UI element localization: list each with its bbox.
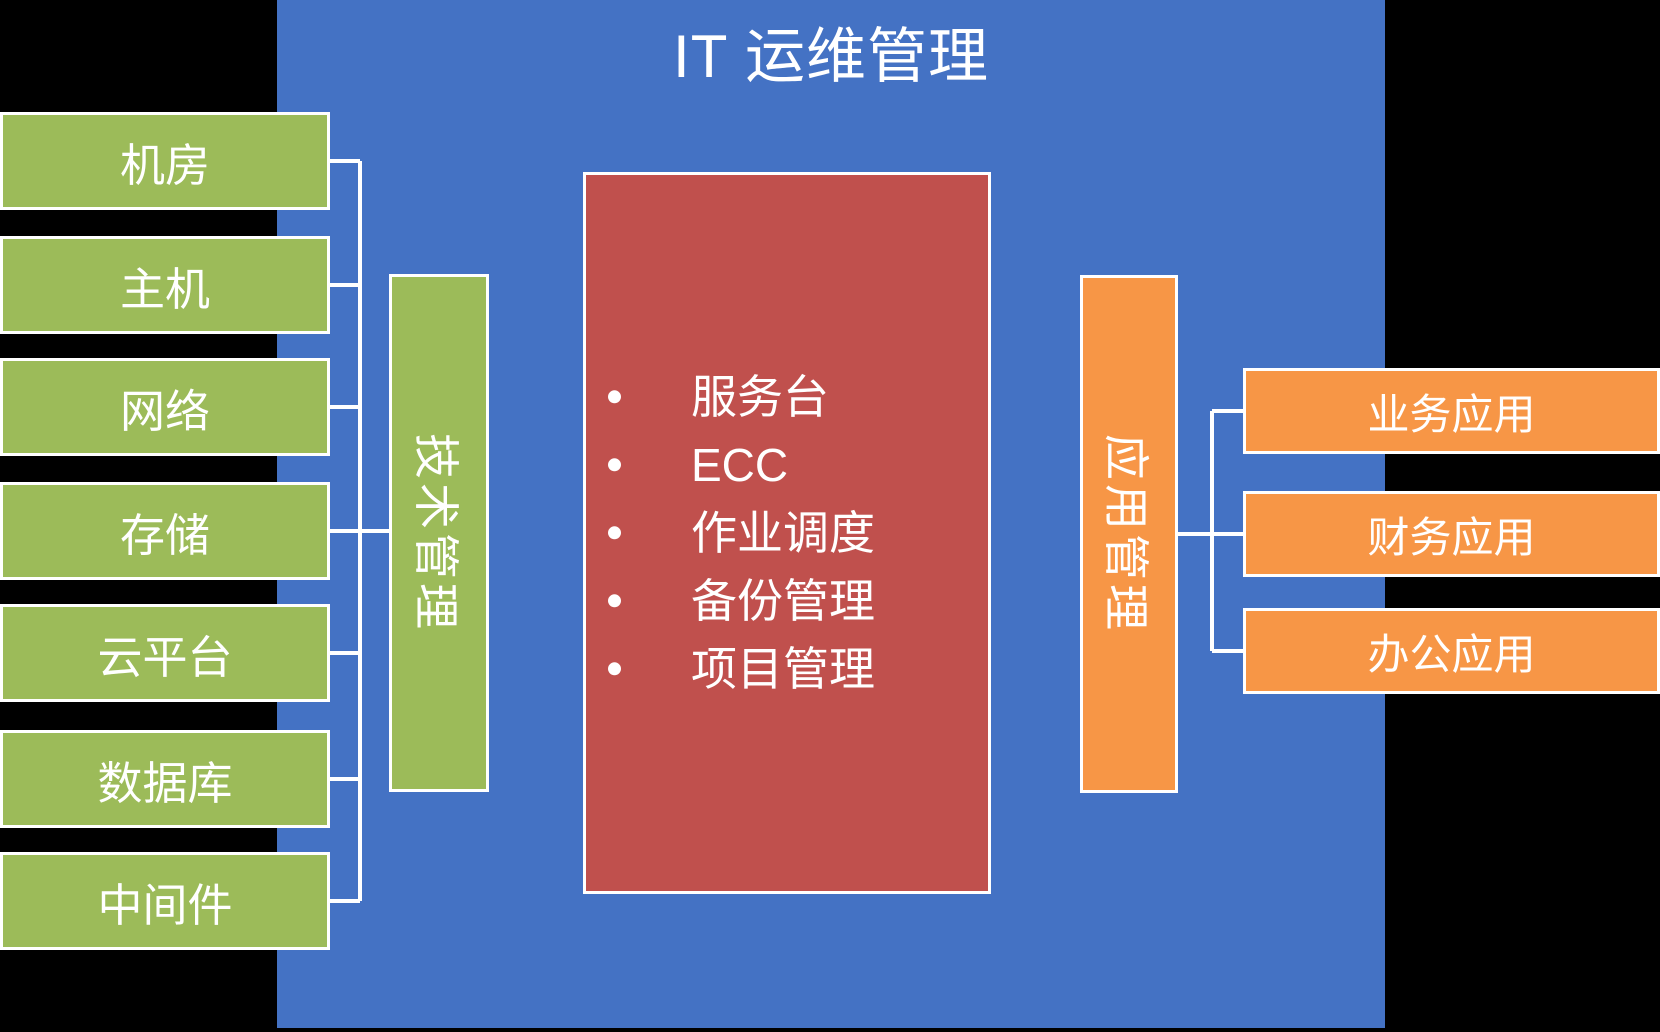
infra-node-label: 云平台 [97,631,233,683]
application-management-label: 应用管理 [1100,434,1152,634]
infra-node-shujuku[interactable]: 数据库 [0,730,330,828]
app-node-office[interactable]: 办公应用 [1243,608,1660,694]
infra-node-cunchu[interactable]: 存储 [0,482,330,580]
core-item-label: 作业调度 [691,506,875,559]
core-item-label: 备份管理 [691,575,875,628]
bullet-icon [608,594,621,608]
app-node-label: 财务应用 [1367,513,1536,561]
page-title: IT 运维管理 [673,23,989,90]
infra-node-zhuji[interactable]: 主机 [0,236,330,334]
list-item[interactable]: 项目管理 [586,635,988,703]
infra-node-yunpingtai[interactable]: 云平台 [0,604,330,702]
list-item[interactable]: 服务台 [586,363,988,431]
infra-node-jifang[interactable]: 机房 [0,112,330,210]
bullet-icon [608,662,621,676]
core-item-label: 项目管理 [691,643,875,696]
infra-node-label: 主机 [119,263,210,315]
bullet-icon [608,526,621,540]
bullet-icon [608,458,621,472]
bullet-icon [608,390,621,404]
core-services-list: 服务台 ECC 作业调度 备份管理 项目管理 [586,363,988,703]
core-item-label: ECC [691,438,789,491]
infra-node-label: 机房 [119,139,210,191]
infra-node-label: 存储 [119,509,210,561]
core-item-label: 服务台 [691,370,829,423]
app-node-label: 业务应用 [1367,390,1536,438]
infra-node-zhongjianjian[interactable]: 中间件 [0,852,330,950]
app-node-label: 办公应用 [1367,630,1536,678]
list-item[interactable]: 作业调度 [586,499,988,567]
infra-node-wangluo[interactable]: 网络 [0,358,330,456]
technical-management-label: 技术管理 [410,433,462,633]
infra-node-label: 中间件 [97,879,233,931]
core-services-card[interactable]: 服务台 ECC 作业调度 备份管理 项目管理 [583,172,991,894]
app-node-finance[interactable]: 财务应用 [1243,491,1660,577]
infra-node-label: 网络 [119,385,210,437]
infra-node-label: 数据库 [97,757,233,809]
list-item[interactable]: 备份管理 [586,567,988,635]
application-management-node[interactable]: 应用管理 [1080,275,1178,793]
list-item[interactable]: ECC [586,431,988,499]
technical-management-node[interactable]: 技术管理 [389,274,489,792]
app-node-business[interactable]: 业务应用 [1243,368,1660,454]
